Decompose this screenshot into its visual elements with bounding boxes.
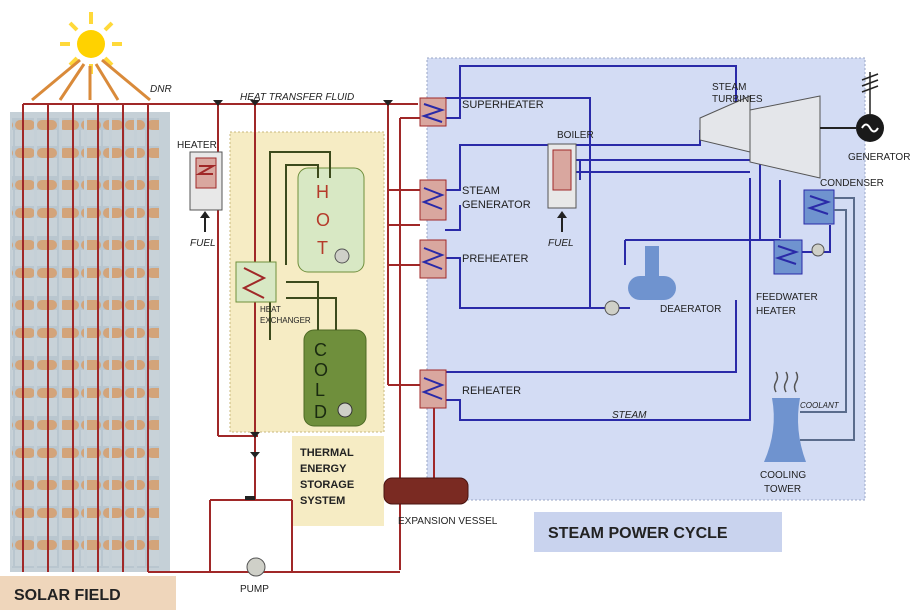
solar-field-label-bg	[0, 576, 176, 610]
superheater-label: SUPERHEATER	[462, 99, 544, 111]
boiler-label: BOILER	[557, 130, 594, 141]
cold-letter-d: D	[314, 402, 327, 422]
steam-label: STEAM	[612, 410, 647, 421]
cold-letter-l: L	[315, 380, 325, 400]
expansion-vessel	[383, 477, 469, 505]
tes-label-panel	[292, 436, 384, 526]
solar-field	[10, 103, 170, 572]
cold-letter-c: C	[314, 340, 327, 360]
heater-label: HEATER	[177, 140, 217, 151]
heater	[189, 151, 223, 211]
tes-label-1: THERMAL	[300, 447, 354, 459]
feedwater-label-2: HEATER	[756, 306, 796, 317]
coolant-label: COOLANT	[800, 401, 840, 410]
boiler-fuel-arrow-icon	[557, 211, 567, 232]
steam-power-cycle-label-bg	[534, 512, 782, 552]
steam-power-cycle-label: STEAM POWER CYCLE	[548, 525, 728, 542]
pump-label: PUMP	[240, 584, 269, 595]
preheater	[419, 239, 447, 279]
deaerator-label: DEAERATOR	[660, 304, 721, 315]
fuel-boiler-label: FUEL	[548, 238, 574, 249]
fuel-heater-label: FUEL	[190, 238, 216, 249]
tes-label-2: ENERGY	[300, 463, 347, 475]
htf-label: HEAT TRANSFER FLUID	[240, 92, 354, 103]
cold-tank	[303, 329, 367, 427]
feedwater-label-1: FEEDWATER	[756, 292, 818, 303]
hot-letter-o: O	[316, 210, 330, 230]
steam-piping	[445, 65, 831, 421]
tes-label-4: SYSTEM	[300, 495, 345, 507]
steam-turbines-label-1: STEAM	[712, 82, 746, 93]
steam-turbines	[699, 95, 856, 179]
boiler	[547, 143, 577, 209]
superheater	[419, 97, 447, 127]
expansion-vessel-label: EXPANSION VESSEL	[398, 516, 498, 527]
deaerator	[604, 246, 676, 316]
heat-exchanger-label-1: HEAT	[260, 305, 281, 314]
steam-generator-label-2: GENERATOR	[462, 199, 531, 211]
steam-turbines-label-2: TURBINES	[712, 94, 763, 105]
cold-letter-o: O	[314, 360, 328, 380]
hot-letter-h: H	[316, 182, 329, 202]
fuel-arrow-icon	[200, 211, 210, 232]
generator-label: GENERATOR	[848, 152, 910, 163]
tes-heat-exchanger	[235, 261, 277, 303]
generator-icon	[856, 72, 884, 142]
steam-generator	[419, 179, 447, 221]
feedwater-heater	[773, 239, 803, 275]
cooling-tower-label-1: COOLING	[760, 470, 806, 481]
sun-icon	[31, 12, 151, 102]
reheater-label: REHEATER	[462, 385, 521, 397]
coolant-piping	[800, 197, 855, 441]
hot-tank	[297, 167, 365, 273]
cooling-tower-label-2: TOWER	[764, 484, 801, 495]
tes-label-3: STORAGE	[300, 479, 354, 491]
pump	[246, 557, 266, 577]
heat-exchanger-label-2: EXCHANGER	[260, 316, 311, 325]
steam-generator-label-1: STEAM	[462, 185, 500, 197]
cooling-tower	[764, 371, 806, 462]
dnr-label: DNR	[150, 84, 172, 95]
tes-piping	[269, 151, 337, 340]
valve-markers	[213, 100, 393, 500]
reheater	[419, 369, 447, 409]
solar-field-label: SOLAR FIELD	[14, 587, 121, 604]
hot-letter-t: T	[317, 238, 328, 258]
preheater-label: PREHEATER	[462, 253, 528, 265]
condenser	[803, 189, 835, 257]
condenser-label: CONDENSER	[820, 178, 884, 189]
